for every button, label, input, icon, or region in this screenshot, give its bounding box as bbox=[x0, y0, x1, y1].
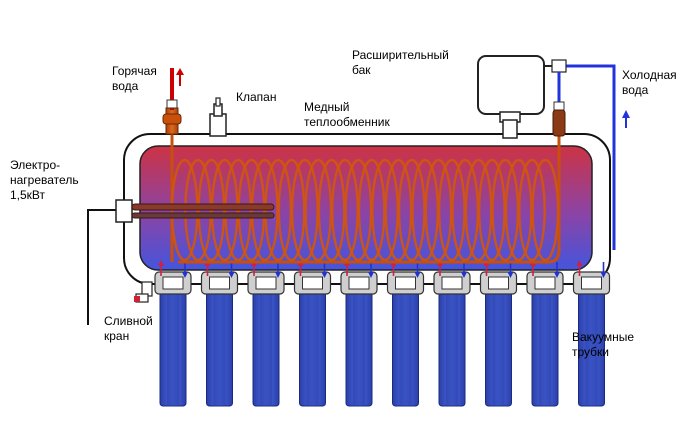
coil-loop bbox=[464, 158, 493, 262]
coil-loop bbox=[424, 158, 453, 262]
coil-loop bbox=[518, 158, 546, 262]
coil-loop bbox=[451, 158, 480, 262]
coil-loop bbox=[478, 158, 506, 262]
coil-loop bbox=[411, 158, 439, 262]
safety-valve bbox=[209, 97, 227, 137]
coil-loop bbox=[491, 158, 520, 262]
cold-water-inlet bbox=[551, 59, 616, 250]
coil-loop bbox=[304, 158, 333, 262]
coil-loop bbox=[291, 158, 319, 262]
electric-heater bbox=[87, 199, 275, 325]
coil-loop bbox=[371, 158, 399, 262]
coil-return-pipe bbox=[178, 136, 561, 264]
hot-water-arrow-icon bbox=[176, 68, 184, 86]
coil-loop bbox=[344, 158, 373, 262]
tube-sockets-group bbox=[154, 271, 611, 295]
coil-loop bbox=[317, 158, 346, 262]
coil-loop bbox=[357, 158, 386, 262]
coil-loop bbox=[531, 158, 560, 262]
coil-loop bbox=[397, 158, 426, 262]
coil-loop bbox=[504, 158, 533, 262]
expansion-tank bbox=[477, 55, 553, 139]
vacuum-tubes-group bbox=[159, 287, 605, 407]
coil-loop bbox=[331, 158, 359, 262]
coil-loop bbox=[437, 158, 466, 262]
coil-loop bbox=[384, 158, 413, 262]
convection-arrows-group bbox=[158, 260, 607, 278]
drain-valve bbox=[134, 281, 153, 303]
cold-water-arrow-icon bbox=[622, 110, 630, 128]
hot-water-outlet bbox=[162, 68, 182, 135]
label-valve: Клапан bbox=[236, 90, 277, 104]
coil-loop bbox=[277, 158, 306, 262]
